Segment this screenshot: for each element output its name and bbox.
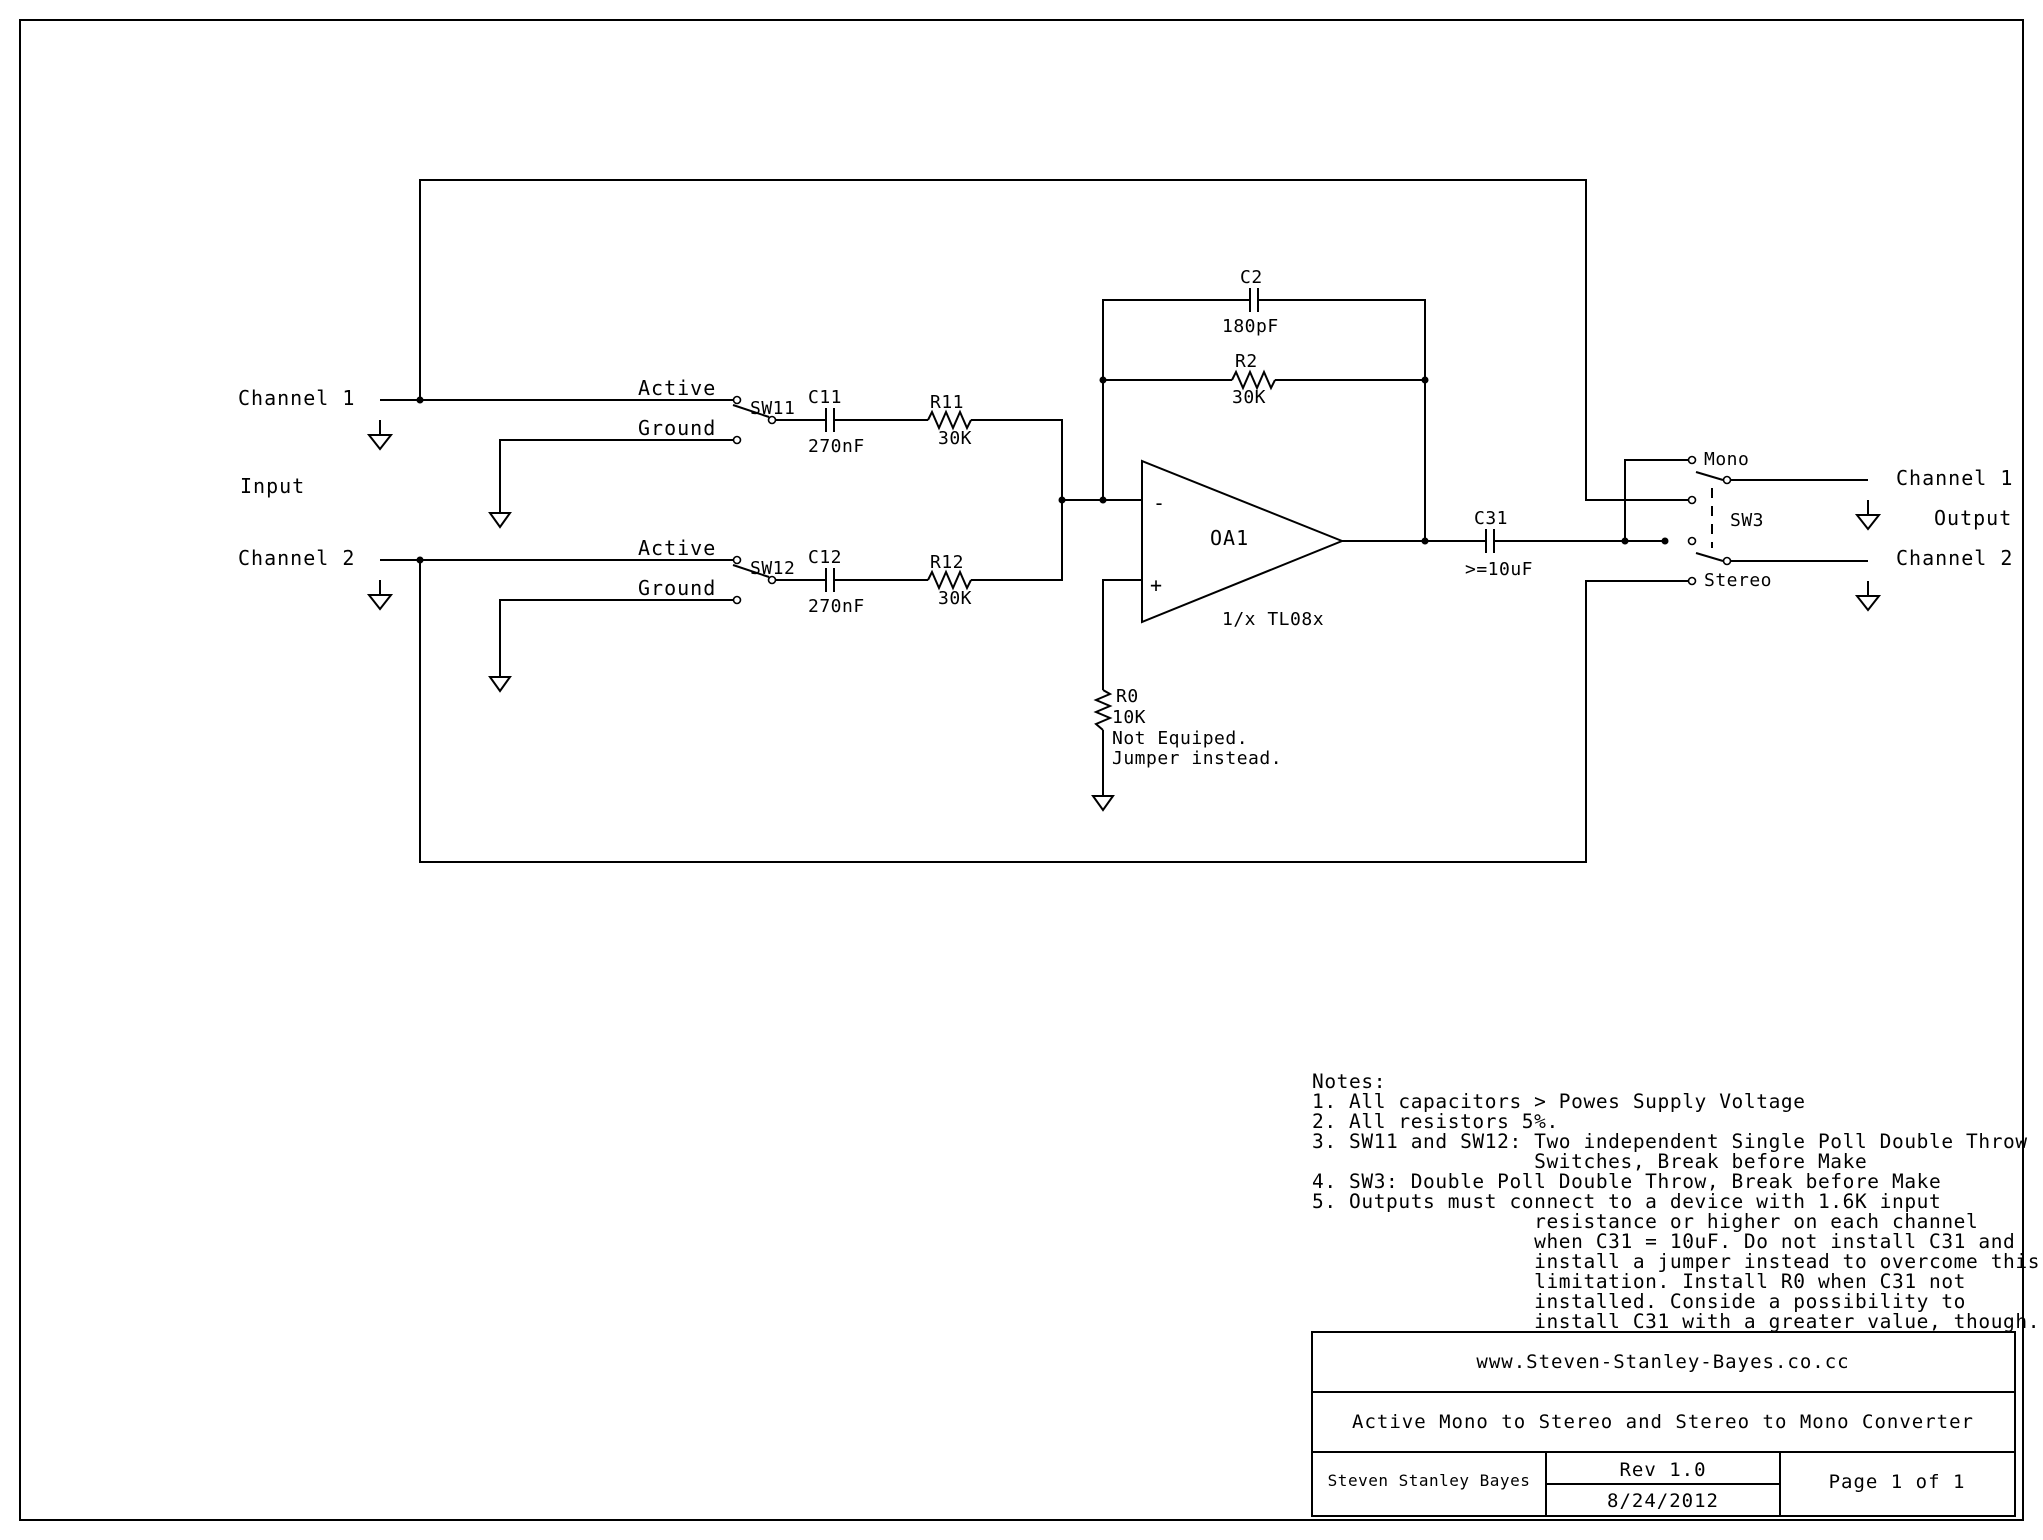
note-line: installed. Conside a possibility to bbox=[1312, 1290, 1966, 1313]
note-line: install a jumper instead to overcome thi… bbox=[1312, 1250, 2040, 1273]
capacitor-c2 bbox=[1249, 288, 1259, 312]
oa1-label: OA1 bbox=[1210, 526, 1249, 550]
output-channel-2-label: Channel 2 bbox=[1896, 546, 2013, 570]
switch-sw3 bbox=[1621, 455, 1868, 586]
r12-value: 30K bbox=[938, 588, 972, 609]
r12-label: R12 bbox=[930, 552, 964, 573]
r2-label: R2 bbox=[1235, 351, 1258, 372]
title-block-url: www.Steven-Stanley-Bayes.co.cc bbox=[1476, 1351, 1849, 1373]
oa1-part: 1/x TL08x bbox=[1222, 609, 1324, 630]
ground-symbol bbox=[366, 580, 394, 611]
sw12-active-label: Active bbox=[638, 536, 716, 560]
note-line: limitation. Install R0 when C31 not bbox=[1312, 1270, 1966, 1293]
input-channel-1: Channel 1 Active Ground SW11 C11 270nF bbox=[238, 376, 1063, 580]
resistor-r11 bbox=[927, 409, 972, 431]
c2-label: C2 bbox=[1240, 267, 1263, 288]
note-line: install C31 with a greater value, though… bbox=[1312, 1310, 2040, 1333]
r2-value: 30K bbox=[1232, 387, 1266, 408]
r0-label: R0 bbox=[1116, 686, 1139, 707]
switch-sw11 bbox=[732, 395, 777, 445]
notes-block: Notes: 1. All capacitors > Powes Supply … bbox=[1312, 1070, 2040, 1333]
title-block-title: Active Mono to Stereo and Stereo to Mono… bbox=[1352, 1411, 1974, 1433]
c12-label: C12 bbox=[808, 547, 842, 568]
junction-dot bbox=[1058, 496, 1066, 504]
r0-value: 10K bbox=[1112, 707, 1146, 728]
switch-sw12 bbox=[732, 555, 777, 605]
ground-symbol bbox=[1091, 795, 1115, 812]
sw12-ground-label: Ground bbox=[638, 576, 716, 600]
r11-value: 30K bbox=[938, 428, 972, 449]
c11-label: C11 bbox=[808, 387, 842, 408]
title-block-page: Page 1 of 1 bbox=[1829, 1471, 1966, 1493]
sw11-active-label: Active bbox=[638, 376, 716, 400]
note-line: when C31 = 10uF. Do not install C31 and bbox=[1312, 1230, 2015, 1253]
resistor-r12 bbox=[927, 569, 972, 591]
output-channel-1-label: Channel 1 bbox=[1896, 466, 2013, 490]
opamp-oa1: - + OA1 bbox=[1141, 459, 1345, 624]
junction-dot bbox=[1421, 376, 1429, 384]
opamp-plus: + bbox=[1150, 573, 1163, 597]
sw12-label: SW12 bbox=[750, 558, 795, 579]
sw3-stereo-label: Stereo bbox=[1704, 570, 1772, 591]
output-label: Output bbox=[1934, 506, 2012, 530]
ground-symbol bbox=[488, 512, 512, 529]
ground-symbol bbox=[1854, 581, 1882, 612]
note-line: Switches, Break before Make bbox=[1312, 1150, 1867, 1173]
ground-symbol bbox=[366, 420, 394, 451]
note-line: resistance or higher on each channel bbox=[1312, 1210, 1978, 1233]
r0-note-line2: Jumper instead. bbox=[1112, 748, 1282, 769]
title-block: www.Steven-Stanley-Bayes.co.cc Active Mo… bbox=[1311, 1331, 2016, 1517]
input-channel-1-label: Channel 1 bbox=[238, 386, 355, 410]
r0-note-line1: Not Equiped. bbox=[1112, 728, 1248, 749]
sw11-ground-label: Ground bbox=[638, 416, 716, 440]
capacitor-c12 bbox=[825, 568, 835, 592]
capacitor-c11 bbox=[825, 408, 835, 432]
junction-dot bbox=[1099, 376, 1107, 384]
c12-value: 270nF bbox=[808, 596, 865, 617]
input-channel-2: Channel 2 Active Ground SW12 C12 270nF R… bbox=[238, 500, 1063, 693]
title-block-date: 8/24/2012 bbox=[1607, 1490, 1719, 1512]
c11-value: 270nF bbox=[808, 436, 865, 457]
ground-symbol bbox=[1854, 500, 1882, 531]
note-line: 2. All resistors 5%. bbox=[1312, 1110, 1559, 1133]
note-line: Notes: bbox=[1312, 1070, 1386, 1093]
r11-label: R11 bbox=[930, 392, 964, 413]
sw3-label: SW3 bbox=[1730, 510, 1764, 531]
note-line: 1. All capacitors > Powes Supply Voltage bbox=[1312, 1090, 1806, 1113]
opamp-minus: - bbox=[1153, 491, 1166, 515]
c2-value: 180pF bbox=[1222, 316, 1279, 337]
resistor-r2 bbox=[1231, 369, 1276, 391]
sw11-label: SW11 bbox=[750, 398, 795, 419]
c31-value: >=10uF bbox=[1465, 559, 1533, 580]
note-line: 3. SW11 and SW12: Two independent Single… bbox=[1312, 1130, 2028, 1153]
junction-dot bbox=[1421, 537, 1429, 545]
capacitor-c31 bbox=[1485, 529, 1495, 553]
title-block-author: Steven Stanley Bayes bbox=[1328, 1471, 1531, 1490]
ground-symbol bbox=[488, 676, 512, 693]
input-label: Input bbox=[240, 474, 305, 498]
sw3-mono-label: Mono bbox=[1704, 449, 1749, 470]
resistor-r0 bbox=[1093, 689, 1113, 731]
sheet-border bbox=[19, 19, 2024, 1521]
title-block-rev: Rev 1.0 bbox=[1619, 1459, 1706, 1481]
note-line: 5. Outputs must connect to a device with… bbox=[1312, 1190, 1941, 1213]
c31-label: C31 bbox=[1474, 508, 1508, 529]
input-channel-2-label: Channel 2 bbox=[238, 546, 355, 570]
note-line: 4. SW3: Double Poll Double Throw, Break … bbox=[1312, 1170, 1941, 1193]
